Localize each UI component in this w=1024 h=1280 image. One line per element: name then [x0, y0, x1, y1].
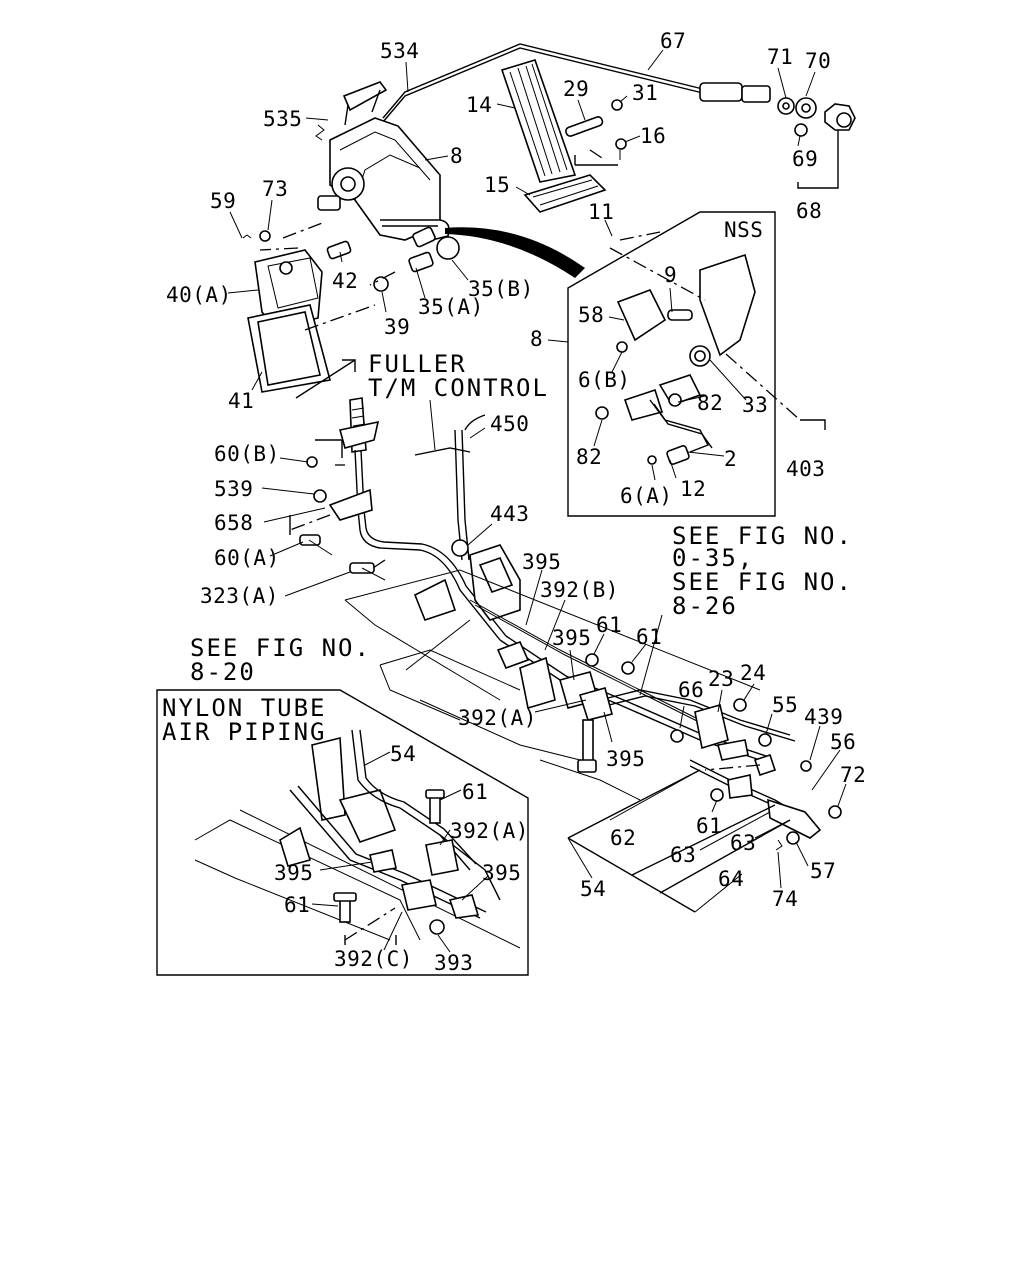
detail-arrow	[445, 227, 585, 278]
part-label: 439	[804, 705, 843, 729]
part-label: 534	[380, 39, 419, 63]
part-label: 60(B)	[214, 442, 280, 466]
part-label: 54	[390, 742, 416, 766]
part-label: 60(A)	[214, 546, 280, 570]
part-label: 12	[680, 477, 706, 501]
part-label: 35(B)	[468, 277, 534, 301]
part-label: 395	[522, 550, 561, 574]
part-label: 403	[786, 457, 825, 481]
part-label: 71	[767, 45, 793, 69]
part-label: 392(A)	[450, 819, 529, 843]
part-label: 41	[228, 389, 254, 413]
part-label: 57	[810, 859, 836, 883]
part-label: 35(A)	[418, 295, 484, 319]
note-fuller: FULLER	[368, 350, 467, 378]
note-air-piping: AIR PIPING	[162, 718, 327, 746]
note-see-fig-0-35: SEE FIG NO.	[672, 522, 853, 550]
part-label: 6(A)	[620, 484, 673, 508]
part-label: 31	[632, 81, 658, 105]
part-label: 11	[588, 200, 614, 224]
part-label: 395	[482, 861, 521, 885]
part-label: 658	[214, 511, 253, 535]
part-label: 73	[262, 177, 288, 201]
note-fig-8-26: 8-26	[672, 592, 738, 620]
part-label: 2	[724, 447, 737, 471]
part-label: 16	[640, 124, 666, 148]
part-label: 393	[434, 951, 473, 975]
part-label: NSS	[724, 218, 763, 242]
part-labels: 534 67 71 70 535 29 31 14 16 8 69 68 59 …	[166, 29, 866, 975]
part-label: 6(B)	[578, 368, 631, 392]
frame-and-tubes	[344, 569, 842, 851]
nss-detail-box	[567, 211, 776, 517]
part-label: 539	[214, 477, 253, 501]
part-label: 392(B)	[540, 578, 619, 602]
part-label: 74	[772, 887, 798, 911]
air-valve-assembly	[242, 230, 460, 393]
part-label: 59	[210, 189, 236, 213]
part-label: 69	[792, 147, 818, 171]
part-label: 55	[772, 693, 798, 717]
part-label: 395	[274, 861, 313, 885]
pedal-bracket-assembly	[315, 81, 450, 248]
part-label: 70	[805, 49, 831, 73]
note-fig-0-35: 0-35,	[672, 544, 754, 572]
part-label: 443	[490, 502, 529, 526]
part-label: 15	[484, 173, 510, 197]
part-label: 392(A)	[458, 706, 537, 730]
part-label: 8	[530, 327, 543, 351]
part-label: 23	[708, 667, 734, 691]
cable-callout-bracket	[567, 769, 791, 913]
accelerator-cable	[382, 43, 856, 147]
part-label: 450	[490, 412, 529, 436]
notes: FULLER T/M CONTROL SEE FIG NO. 0-35, SEE…	[162, 350, 853, 746]
note-tm-control: T/M CONTROL	[368, 374, 549, 402]
note-see-fig-8-20: SEE FIG NO.	[190, 634, 371, 662]
part-label: 323(A)	[200, 584, 279, 608]
part-label: 29	[563, 77, 589, 101]
part-label: 63	[730, 831, 756, 855]
part-label: 40(A)	[166, 283, 232, 307]
part-label: 61	[596, 613, 622, 637]
part-label: 82	[697, 391, 723, 415]
accelerator-pedal	[500, 59, 627, 213]
part-label: 14	[466, 93, 492, 117]
part-label: 67	[660, 29, 686, 53]
part-label: 39	[384, 315, 410, 339]
pipe-routing	[299, 397, 521, 641]
leader-lines	[227, 49, 847, 953]
part-label: 42	[332, 269, 358, 293]
part-label: 535	[263, 107, 302, 131]
part-label: 33	[742, 393, 768, 417]
part-label: 64	[718, 867, 744, 891]
part-label: 395	[552, 626, 591, 650]
note-nylon-tube: NYLON TUBE	[162, 694, 327, 722]
part-label: 61	[696, 814, 722, 838]
part-label: 24	[740, 661, 766, 685]
note-see-fig-8-26: SEE FIG NO.	[672, 568, 853, 596]
part-label: 395	[606, 747, 645, 771]
part-label: 56	[830, 730, 856, 754]
part-label: 8	[450, 144, 463, 168]
part-label: 61	[462, 780, 488, 804]
connector-lines	[259, 130, 839, 945]
part-label: 61	[636, 625, 662, 649]
part-label: 82	[576, 445, 602, 469]
part-label: 54	[580, 877, 606, 901]
part-label: 63	[670, 843, 696, 867]
part-label: 62	[610, 826, 636, 850]
nylon-tube-detail-box	[156, 689, 529, 976]
part-label: 72	[840, 763, 866, 787]
note-fig-8-20: 8-20	[190, 658, 256, 686]
part-label: 61	[284, 893, 310, 917]
part-label: 9	[664, 263, 677, 287]
part-label: 68	[796, 199, 822, 223]
part-label: 392(C)	[334, 947, 413, 971]
part-label: 66	[678, 678, 704, 702]
part-label: 58	[578, 303, 604, 327]
